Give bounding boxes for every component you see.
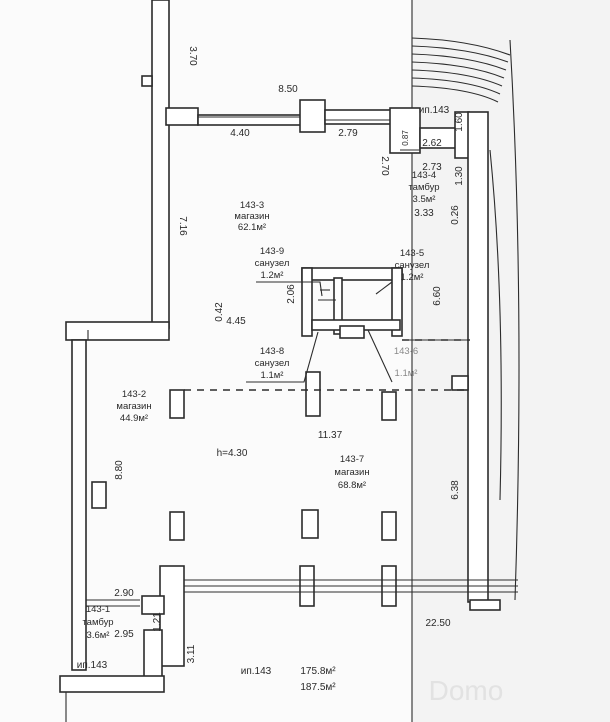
room-143-5-id: 143-5 — [400, 248, 424, 259]
ip-label-bottom: ип.143 — [77, 660, 108, 671]
dim-label: 2.70 — [379, 156, 390, 176]
dim-label: 2.90 — [114, 588, 134, 599]
window-lines — [65, 116, 518, 722]
room-143-1-name: тамбур — [82, 617, 113, 628]
dim-label: 7.16 — [177, 216, 188, 236]
dim-label: 8.80 — [114, 460, 125, 480]
dim-label: 3.70 — [187, 46, 198, 66]
dim-label: 8.50 — [278, 84, 298, 95]
room-143-9-area: 1.2м² — [261, 270, 284, 281]
room-143-4-area: 3.5м² — [413, 194, 436, 205]
room-143-5-area: 1.2м² — [401, 272, 424, 283]
dim-label: 2.62 — [422, 138, 442, 149]
height-label: h=4.30 — [217, 448, 248, 459]
room-143-9-id: 143-9 — [260, 246, 284, 257]
dim-label: 0.87 — [401, 130, 410, 146]
room-143-2-id: 143-2 — [122, 389, 146, 400]
dim-label: 0.42 — [214, 302, 225, 322]
room-143-8-id: 143-8 — [260, 346, 284, 357]
total-area-2: 187.5м² — [300, 682, 336, 693]
dim-label: 0.26 — [450, 205, 461, 225]
leader-lines — [246, 281, 393, 383]
room-143-4-id: 143-4 — [412, 170, 436, 181]
misc-labels: h=4.30 ип.143 ип.143 ип.143 175.8м² 187.… — [77, 105, 504, 706]
total-ip-label: ип.143 — [241, 666, 272, 677]
room-143-3-name: магазин — [234, 211, 269, 222]
dim-label: 2.06 — [286, 284, 297, 304]
room-143-7-area: 68.8м² — [338, 480, 366, 491]
room-143-7-name: магазин — [334, 467, 369, 478]
room-143-8-area: 1.1м² — [261, 370, 284, 381]
dim-label: 2.79 — [338, 128, 358, 139]
room-143-1-id: 143-1 — [86, 604, 110, 615]
dim-label: 4.40 — [230, 128, 250, 139]
room-143-1-area: 3.6м² — [87, 630, 110, 641]
dim-label: 6.60 — [432, 286, 443, 306]
room-143-4-name: тамбур — [408, 182, 439, 193]
dim-label: 11.37 — [318, 430, 343, 441]
total-area-1: 175.8м² — [300, 666, 336, 677]
dim-label: 1.60 — [454, 112, 465, 132]
room-143-2-area: 44.9м² — [120, 413, 148, 424]
room-143-2-name: магазин — [116, 401, 151, 412]
walls — [59, 0, 501, 693]
columns — [91, 371, 469, 607]
watermark: Domo — [429, 675, 504, 706]
dim-label: 2.73 — [422, 162, 442, 173]
room-143-9-name: санузел — [255, 258, 290, 269]
room-labels: 143-3 магазин 62.1м² 143-9 санузел 1.2м²… — [82, 170, 439, 641]
dim-label: 1.21 — [152, 612, 163, 632]
room-143-3-id: 143-3 — [240, 200, 264, 211]
staircase — [411, 0, 610, 722]
dashed-lines — [184, 339, 470, 391]
room-143-8-name: санузел — [255, 358, 290, 369]
ip-label-top: ип.143 — [419, 105, 450, 116]
dim-label: 4.45 — [226, 316, 246, 327]
dim-label: 6.38 — [450, 480, 461, 500]
room-143-5-name: санузел — [395, 260, 430, 271]
room-143-3-area: 62.1м² — [238, 222, 266, 233]
dim-label: 1.30 — [454, 166, 465, 186]
dimension-labels: 3.70 8.50 4.40 2.79 0.87 1.60 2.62 2.73 … — [114, 46, 465, 663]
room-143-6-area: 1.1м² — [395, 368, 418, 379]
dim-label: 3.33 — [414, 208, 434, 219]
dim-label: 3.11 — [186, 644, 197, 663]
dim-label: 2.95 — [114, 629, 134, 640]
room-143-7-id: 143-7 — [340, 454, 364, 465]
dim-label: 22.50 — [425, 618, 450, 629]
room-143-6-id: 143-6 — [394, 346, 418, 357]
